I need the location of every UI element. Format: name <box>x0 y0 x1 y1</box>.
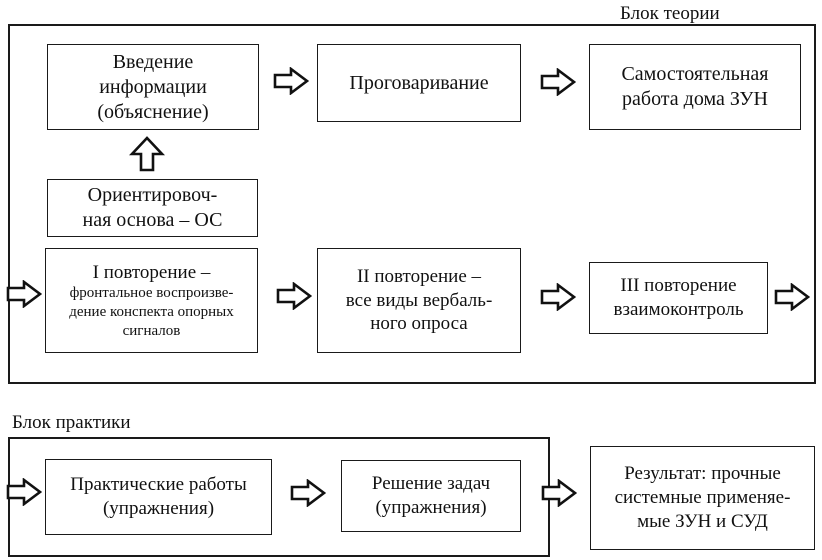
arrow-right-icon <box>540 68 576 96</box>
practice-works-box: Практические работы (упражнения) <box>45 459 272 535</box>
arrow-right-icon <box>6 280 42 308</box>
rep2-line-2: все виды вербаль- <box>345 289 493 311</box>
practice-block-title: Блок практики <box>12 412 131 433</box>
arrow-up-icon <box>129 136 165 172</box>
rep2-box: II повторение – все виды вербаль- ного о… <box>317 248 521 353</box>
intro-line-3: (объяснение) <box>97 100 209 123</box>
arrow-right-icon <box>290 479 326 507</box>
rep1-title: I повторение – <box>92 261 211 283</box>
arrow-right-icon <box>774 283 810 311</box>
rep2-line-1: II повторение – <box>356 265 482 287</box>
practice-works-line-2: (упражнения) <box>102 498 215 519</box>
rep3-line-2: взаимоконтроль <box>613 299 744 320</box>
basis-box: Ориентировоч- ная основа – ОС <box>47 179 258 237</box>
result-line-1: Результат: прочные <box>624 463 781 485</box>
intro-line-2: информации <box>99 75 207 98</box>
rep3-line-1: III повторение <box>620 275 737 297</box>
result-box: Результат: прочные системные применяе- м… <box>590 446 815 550</box>
arrow-right-icon <box>6 478 42 506</box>
result-line-3: мые ЗУН и СУД <box>637 510 768 532</box>
result-line-2: системные применяе- <box>614 487 791 509</box>
speaking-box: Проговаривание <box>317 44 521 122</box>
practice-tasks-box: Решение задач (упражнения) <box>341 460 521 532</box>
intro-box: Введение информации (объяснение) <box>47 44 259 130</box>
practice-tasks-line-1: Решение задач <box>371 473 491 495</box>
basis-line-2: ная основа – ОС <box>82 209 223 231</box>
practice-tasks-line-2: (упражнения) <box>375 497 487 518</box>
homework-box: Самостоятельная работа дома ЗУН <box>589 44 801 130</box>
arrow-right-icon <box>541 479 577 507</box>
homework-line-1: Самостоятельная <box>621 63 769 85</box>
arrow-right-icon <box>540 283 576 311</box>
rep1-line-2: дение конспекта опорных <box>69 304 234 320</box>
rep1-line-3: сигналов <box>122 322 181 339</box>
speaking-line-1: Проговаривание <box>349 71 489 94</box>
practice-works-line-1: Практические работы <box>70 474 247 496</box>
theory-block-title: Блок теории <box>620 3 720 24</box>
rep2-line-3: ного опроса <box>370 313 468 335</box>
rep1-box: I повторение – фронтальное воспроизве- д… <box>45 248 258 353</box>
arrow-right-icon <box>273 67 309 95</box>
theory-block-frame <box>8 24 816 384</box>
basis-line-1: Ориентировоч- <box>87 184 218 206</box>
rep3-box: III повторение взаимоконтроль <box>589 262 768 334</box>
arrow-right-icon <box>276 282 312 310</box>
rep1-line-1: фронтальное воспроизве- <box>69 285 234 302</box>
homework-line-2: работа дома ЗУН <box>622 88 768 110</box>
intro-line-1: Введение <box>112 50 194 73</box>
